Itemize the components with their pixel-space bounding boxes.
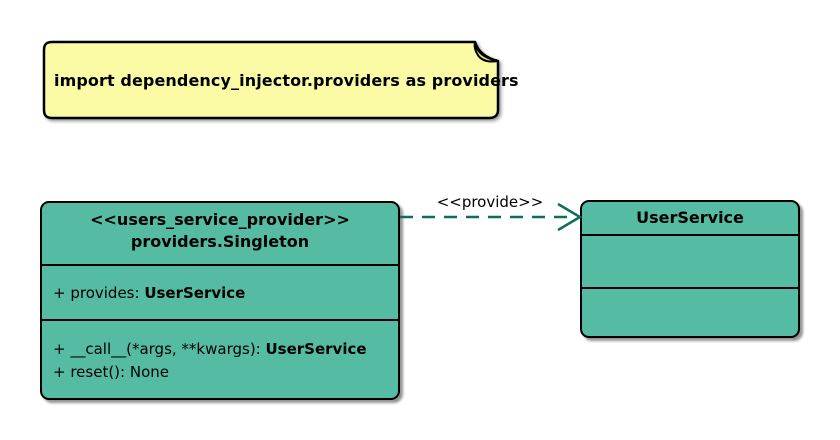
- class-header: UserService: [582, 202, 798, 234]
- import-note: import dependency_injector.providers as …: [42, 40, 519, 120]
- method-text: + __call__(*args, **kwargs):: [53, 340, 266, 358]
- attribute-row: + provides: UserService: [53, 284, 245, 302]
- attributes-section: + provides: UserService: [42, 264, 398, 319]
- methods-section: + __call__(*args, **kwargs): UserService…: [42, 319, 398, 398]
- provide-arrow-label: <<provide>>: [436, 193, 544, 211]
- class-name: providers.Singleton: [130, 232, 310, 251]
- class-header: <<users_service_provider>> providers.Sin…: [42, 203, 398, 264]
- attribute-text: + provides:: [53, 283, 145, 302]
- attributes-section-empty: [582, 234, 798, 287]
- attribute-type: UserService: [144, 283, 246, 302]
- class-stereotype: <<users_service_provider>>: [90, 210, 350, 229]
- note-text: import dependency_injector.providers as …: [54, 70, 519, 90]
- method-row: + reset(): None: [53, 361, 398, 384]
- method-text: + reset(): None: [53, 363, 169, 381]
- class-name: UserService: [636, 208, 744, 227]
- note-shape: [42, 40, 500, 120]
- methods-section-empty: [582, 287, 798, 336]
- provide-arrow: [400, 202, 583, 232]
- provide-arrowhead-icon: [557, 202, 583, 232]
- method-row: + __call__(*args, **kwargs): UserService: [53, 338, 398, 361]
- note-fold-icon: [473, 41, 499, 63]
- class-box-providers-singleton: <<users_service_provider>> providers.Sin…: [40, 201, 400, 400]
- method-type: UserService: [265, 340, 367, 358]
- class-box-userservice: UserService: [580, 200, 800, 338]
